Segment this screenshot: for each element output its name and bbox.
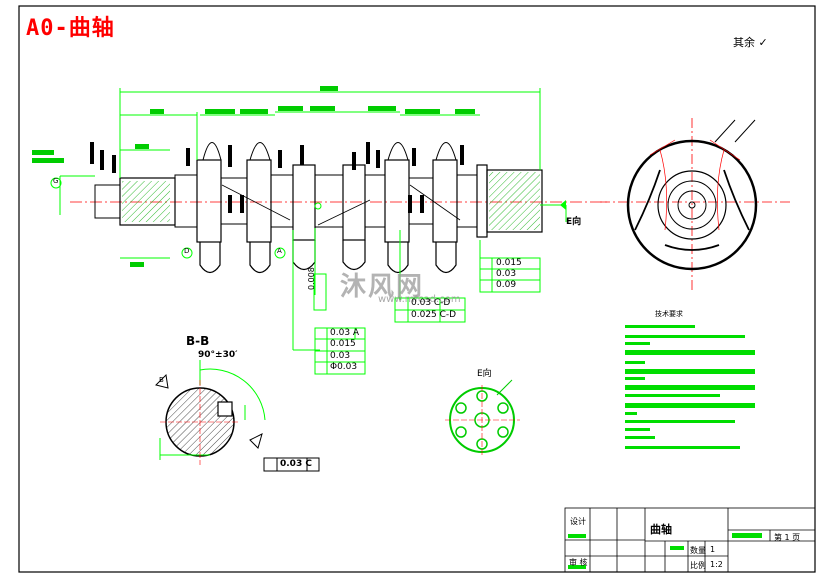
crankshaft-end-view	[600, 118, 790, 290]
dimension-text-stubs	[32, 86, 475, 267]
title-block-check-label: 审 核	[569, 558, 588, 567]
title-block-part-name: 曲轴	[650, 523, 672, 536]
tol-frame1-row3: 0.09	[496, 280, 517, 290]
tech-notes-bars	[625, 325, 755, 449]
datum-markers	[50, 177, 322, 259]
title-block-qty-label: 数量	[690, 546, 706, 555]
crankshaft-main-view	[70, 142, 610, 274]
title-block-design-label: 设计	[570, 517, 586, 526]
watermark-url: www.mfcad.com	[378, 294, 461, 305]
title-block-sheet: 第 1 页	[774, 533, 801, 542]
roughness-note: 其余 ✓	[733, 36, 768, 49]
e-direction-arrow	[540, 200, 567, 222]
tol-frame1-row1: 0.015	[496, 258, 522, 268]
datum-label-a: A	[277, 247, 282, 255]
dimension-lines	[59, 88, 541, 351]
tol-frame2-row2: 0.025 C-D	[411, 310, 457, 320]
section-angle-label: 90°±30′	[198, 350, 238, 360]
tol-frame3-row4: Φ0.03	[330, 362, 358, 372]
section-b-b	[155, 360, 266, 465]
datum-label-g: G	[53, 177, 59, 185]
section-b-b-label: B-B	[186, 334, 210, 348]
watermark-text: 沐风网	[340, 272, 425, 302]
side-tolerance-value: 0.008	[307, 267, 316, 290]
tol-frame2-row1: 0.03 C-D	[411, 298, 451, 308]
datum-label-b: B	[159, 376, 164, 384]
journal-dimension-stubs	[90, 142, 464, 213]
tol-frame3-row2: 0.015	[330, 339, 356, 349]
tol-frame3-row3: 0.03	[330, 351, 351, 361]
title-block-fills	[568, 533, 762, 569]
title-block-scale-value: 1:2	[710, 560, 723, 569]
title-block-qty-value: 1	[710, 545, 716, 554]
e-direction-label: E向	[566, 217, 582, 227]
title-block-scale-label: 比例	[690, 561, 706, 570]
tech-notes-heading: 技术要求	[655, 310, 683, 318]
drawing-title: A0-曲轴	[26, 16, 115, 41]
drawing-border	[18, 5, 816, 573]
datum-label-d: D	[184, 247, 190, 255]
flange-e-view	[445, 379, 520, 455]
tol-frame4-row1: 0.03 C	[280, 459, 312, 469]
tol-frame3-row1: 0.03 A	[330, 328, 360, 338]
tolerance-frames	[313, 257, 541, 375]
title-block	[564, 507, 816, 573]
tol-frame1-row2: 0.03	[496, 269, 517, 279]
e-view-label: E向	[477, 369, 492, 379]
tolerance-frame-c	[263, 457, 320, 472]
